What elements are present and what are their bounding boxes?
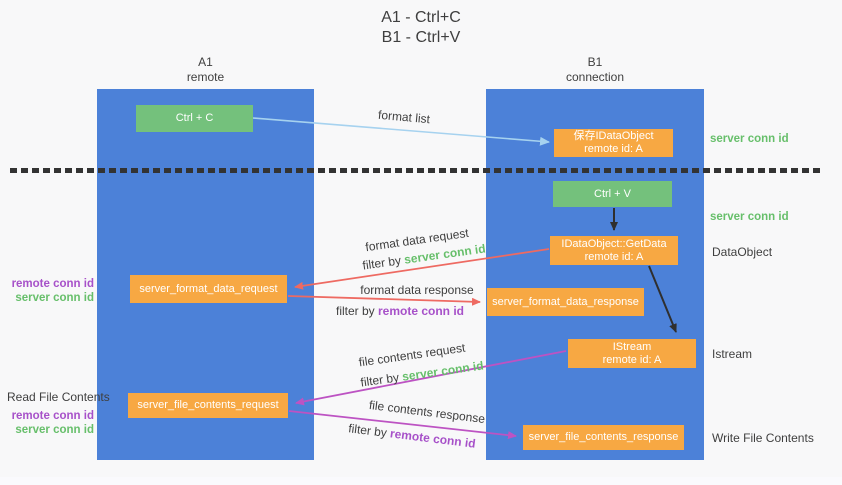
ctrl-c-node: Ctrl + C	[136, 105, 253, 132]
format-list-label: format list	[377, 107, 431, 127]
server-file-contents-request-node: server_file_contents_request	[128, 393, 288, 418]
server-conn-id-key: server conn id	[401, 358, 485, 384]
save-idataobject-line2: remote id: A	[584, 143, 643, 155]
server-conn-id-right-mid: server conn id	[710, 211, 789, 223]
server-conn-id-left-1: server conn id	[15, 292, 94, 304]
diagram-title: A1 - Ctrl+C B1 - Ctrl+V	[0, 8, 842, 48]
title-line-1: A1 - Ctrl+C	[381, 9, 461, 26]
lane-a1-subtitle: remote	[186, 70, 225, 84]
lane-b1-name: B1	[587, 55, 603, 69]
server-conn-id-left-2: server conn id	[15, 424, 94, 436]
filter-by-remote-conn-id-label-2: filter by remote conn id	[348, 421, 477, 450]
save-idataobject-node: 保存IDataObject remote id: A	[554, 129, 673, 157]
remote-conn-id-left-1: remote conn id	[11, 278, 94, 290]
istream-node: IStream remote id: A	[568, 339, 696, 368]
server-file-contents-response-label: server_file_contents_response	[528, 431, 679, 443]
filter-by-remote-conn-id-label-1: filter by remote conn id	[336, 304, 464, 318]
server-format-data-request-node: server_format_data_request	[130, 275, 287, 303]
server-format-data-response-node: server_format_data_response	[487, 288, 644, 316]
read-file-contents-label: Read File Contents	[7, 390, 110, 404]
remote-conn-id-left-2: remote conn id	[11, 410, 94, 422]
idataobject-getdata-line2: remote id: A	[584, 250, 644, 263]
idataobject-getdata-line1: IDataObject::GetData	[561, 237, 667, 250]
filter-by-text: filter by	[361, 252, 406, 273]
server-format-data-response-label: server_format_data_response	[492, 295, 639, 308]
format-data-response-label: format data response	[360, 283, 474, 297]
filter-by-text: filter by	[347, 421, 392, 441]
remote-conn-id-key: remote conn id	[389, 426, 477, 451]
save-idataobject-line1: 保存IDataObject	[573, 130, 654, 142]
filter-by-text: filter by	[335, 304, 378, 318]
server-file-contents-response-node: server_file_contents_response	[523, 425, 684, 450]
server-format-data-request-label: server_format_data_request	[139, 282, 278, 295]
server-conn-id-right-top: server conn id	[710, 133, 789, 145]
lane-a1-header: A1 remote	[97, 55, 314, 85]
dataobject-side-label: DataObject	[712, 245, 773, 259]
remote-conn-id-key: remote conn id	[378, 304, 465, 318]
idataobject-getdata-node: IDataObject::GetData remote id: A	[550, 236, 678, 265]
istream-side-label: Istream	[712, 347, 753, 361]
istream-line2: remote id: A	[602, 353, 662, 366]
istream-line1: IStream	[612, 340, 652, 353]
ctrl-v-node: Ctrl + V	[553, 181, 672, 207]
phase-divider-dashed-line	[10, 168, 824, 173]
lane-a1-name: A1	[198, 55, 213, 69]
lane-b1-subtitle: connection	[565, 70, 625, 84]
footer-strip	[0, 477, 842, 485]
lane-b1-header: B1 connection	[486, 55, 704, 85]
server-file-contents-request-label: server_file_contents_request	[137, 399, 279, 411]
file-contents-response-label: file contents response	[368, 397, 486, 427]
write-file-contents-label: Write File Contents	[712, 431, 814, 445]
ctrl-v-label: Ctrl + V	[594, 187, 631, 200]
filter-by-text: filter by	[359, 369, 404, 390]
title-line-2: B1 - Ctrl+V	[381, 29, 461, 46]
ctrl-c-label: Ctrl + C	[175, 112, 214, 124]
